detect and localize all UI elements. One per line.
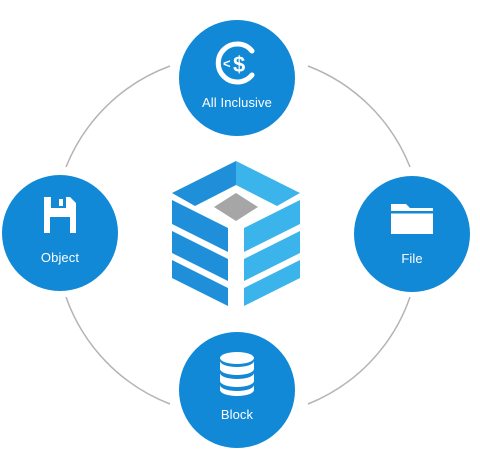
- all-inclusive-node[interactable]: < $ All Inclusive: [179, 20, 295, 136]
- cube-core: [214, 193, 258, 221]
- database-icon: [179, 350, 295, 396]
- ring-arc-top-left: [65, 65, 171, 168]
- cube-left-slat-1: [172, 200, 228, 252]
- cube-right-slat-1: [244, 200, 300, 252]
- svg-text:$: $: [233, 52, 245, 77]
- file-label: File: [401, 251, 423, 266]
- cube-left-slat-3: [172, 260, 228, 306]
- block-node[interactable]: Block: [179, 332, 295, 448]
- svg-text:<: <: [223, 56, 231, 71]
- file-node[interactable]: File: [354, 176, 470, 292]
- cube-right-slat-2: [244, 231, 300, 281]
- cube-rim-left: [172, 161, 236, 206]
- folder-icon: [354, 194, 470, 238]
- cube-right-slat-3: [244, 260, 300, 306]
- block-label: Block: [220, 407, 254, 422]
- ring-arc-top-right: [307, 65, 411, 168]
- cube-rim-right: [236, 161, 300, 206]
- cube-left-slat-2: [172, 231, 228, 281]
- dollar-refresh-icon: < $: [179, 38, 295, 88]
- object-label: Object: [40, 250, 80, 265]
- floppy-disk-icon: [2, 193, 118, 237]
- object-node[interactable]: Object: [2, 175, 118, 291]
- all-inclusive-label: All Inclusive: [202, 95, 272, 110]
- ring-arc-bottom-left: [65, 296, 171, 405]
- ring-arc-bottom-right: [307, 296, 411, 405]
